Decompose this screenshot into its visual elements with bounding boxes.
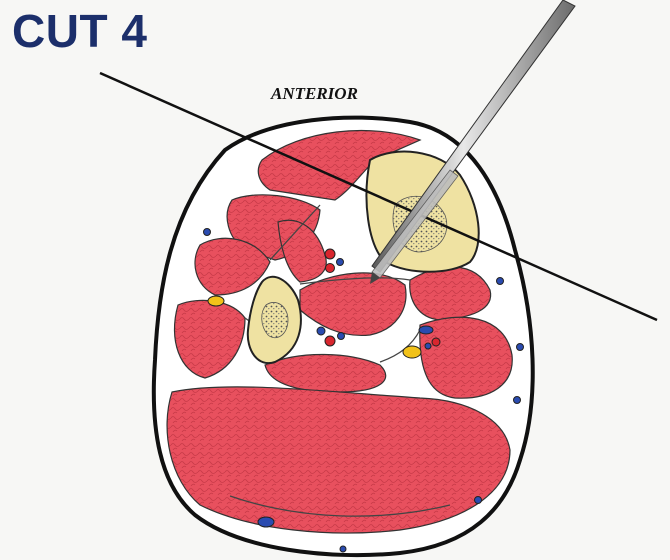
artery	[325, 336, 335, 346]
artery	[325, 249, 335, 259]
nerve	[208, 296, 224, 306]
vein	[317, 327, 325, 335]
vein	[337, 259, 344, 266]
vein	[425, 343, 431, 349]
nerve	[403, 346, 421, 358]
vein	[475, 497, 482, 504]
artery	[326, 264, 335, 273]
muscle-posterior-right	[420, 317, 512, 398]
vein	[514, 397, 521, 404]
vein	[258, 517, 274, 527]
vein	[204, 229, 211, 236]
muscle-posterior-large	[167, 387, 510, 533]
fibula-marrow	[262, 302, 288, 337]
vein	[497, 278, 504, 285]
vein	[338, 333, 345, 340]
vein	[340, 546, 346, 552]
vein	[419, 326, 433, 334]
artery	[432, 338, 440, 346]
muscle-lateral-right	[410, 267, 491, 320]
vein	[517, 344, 524, 351]
